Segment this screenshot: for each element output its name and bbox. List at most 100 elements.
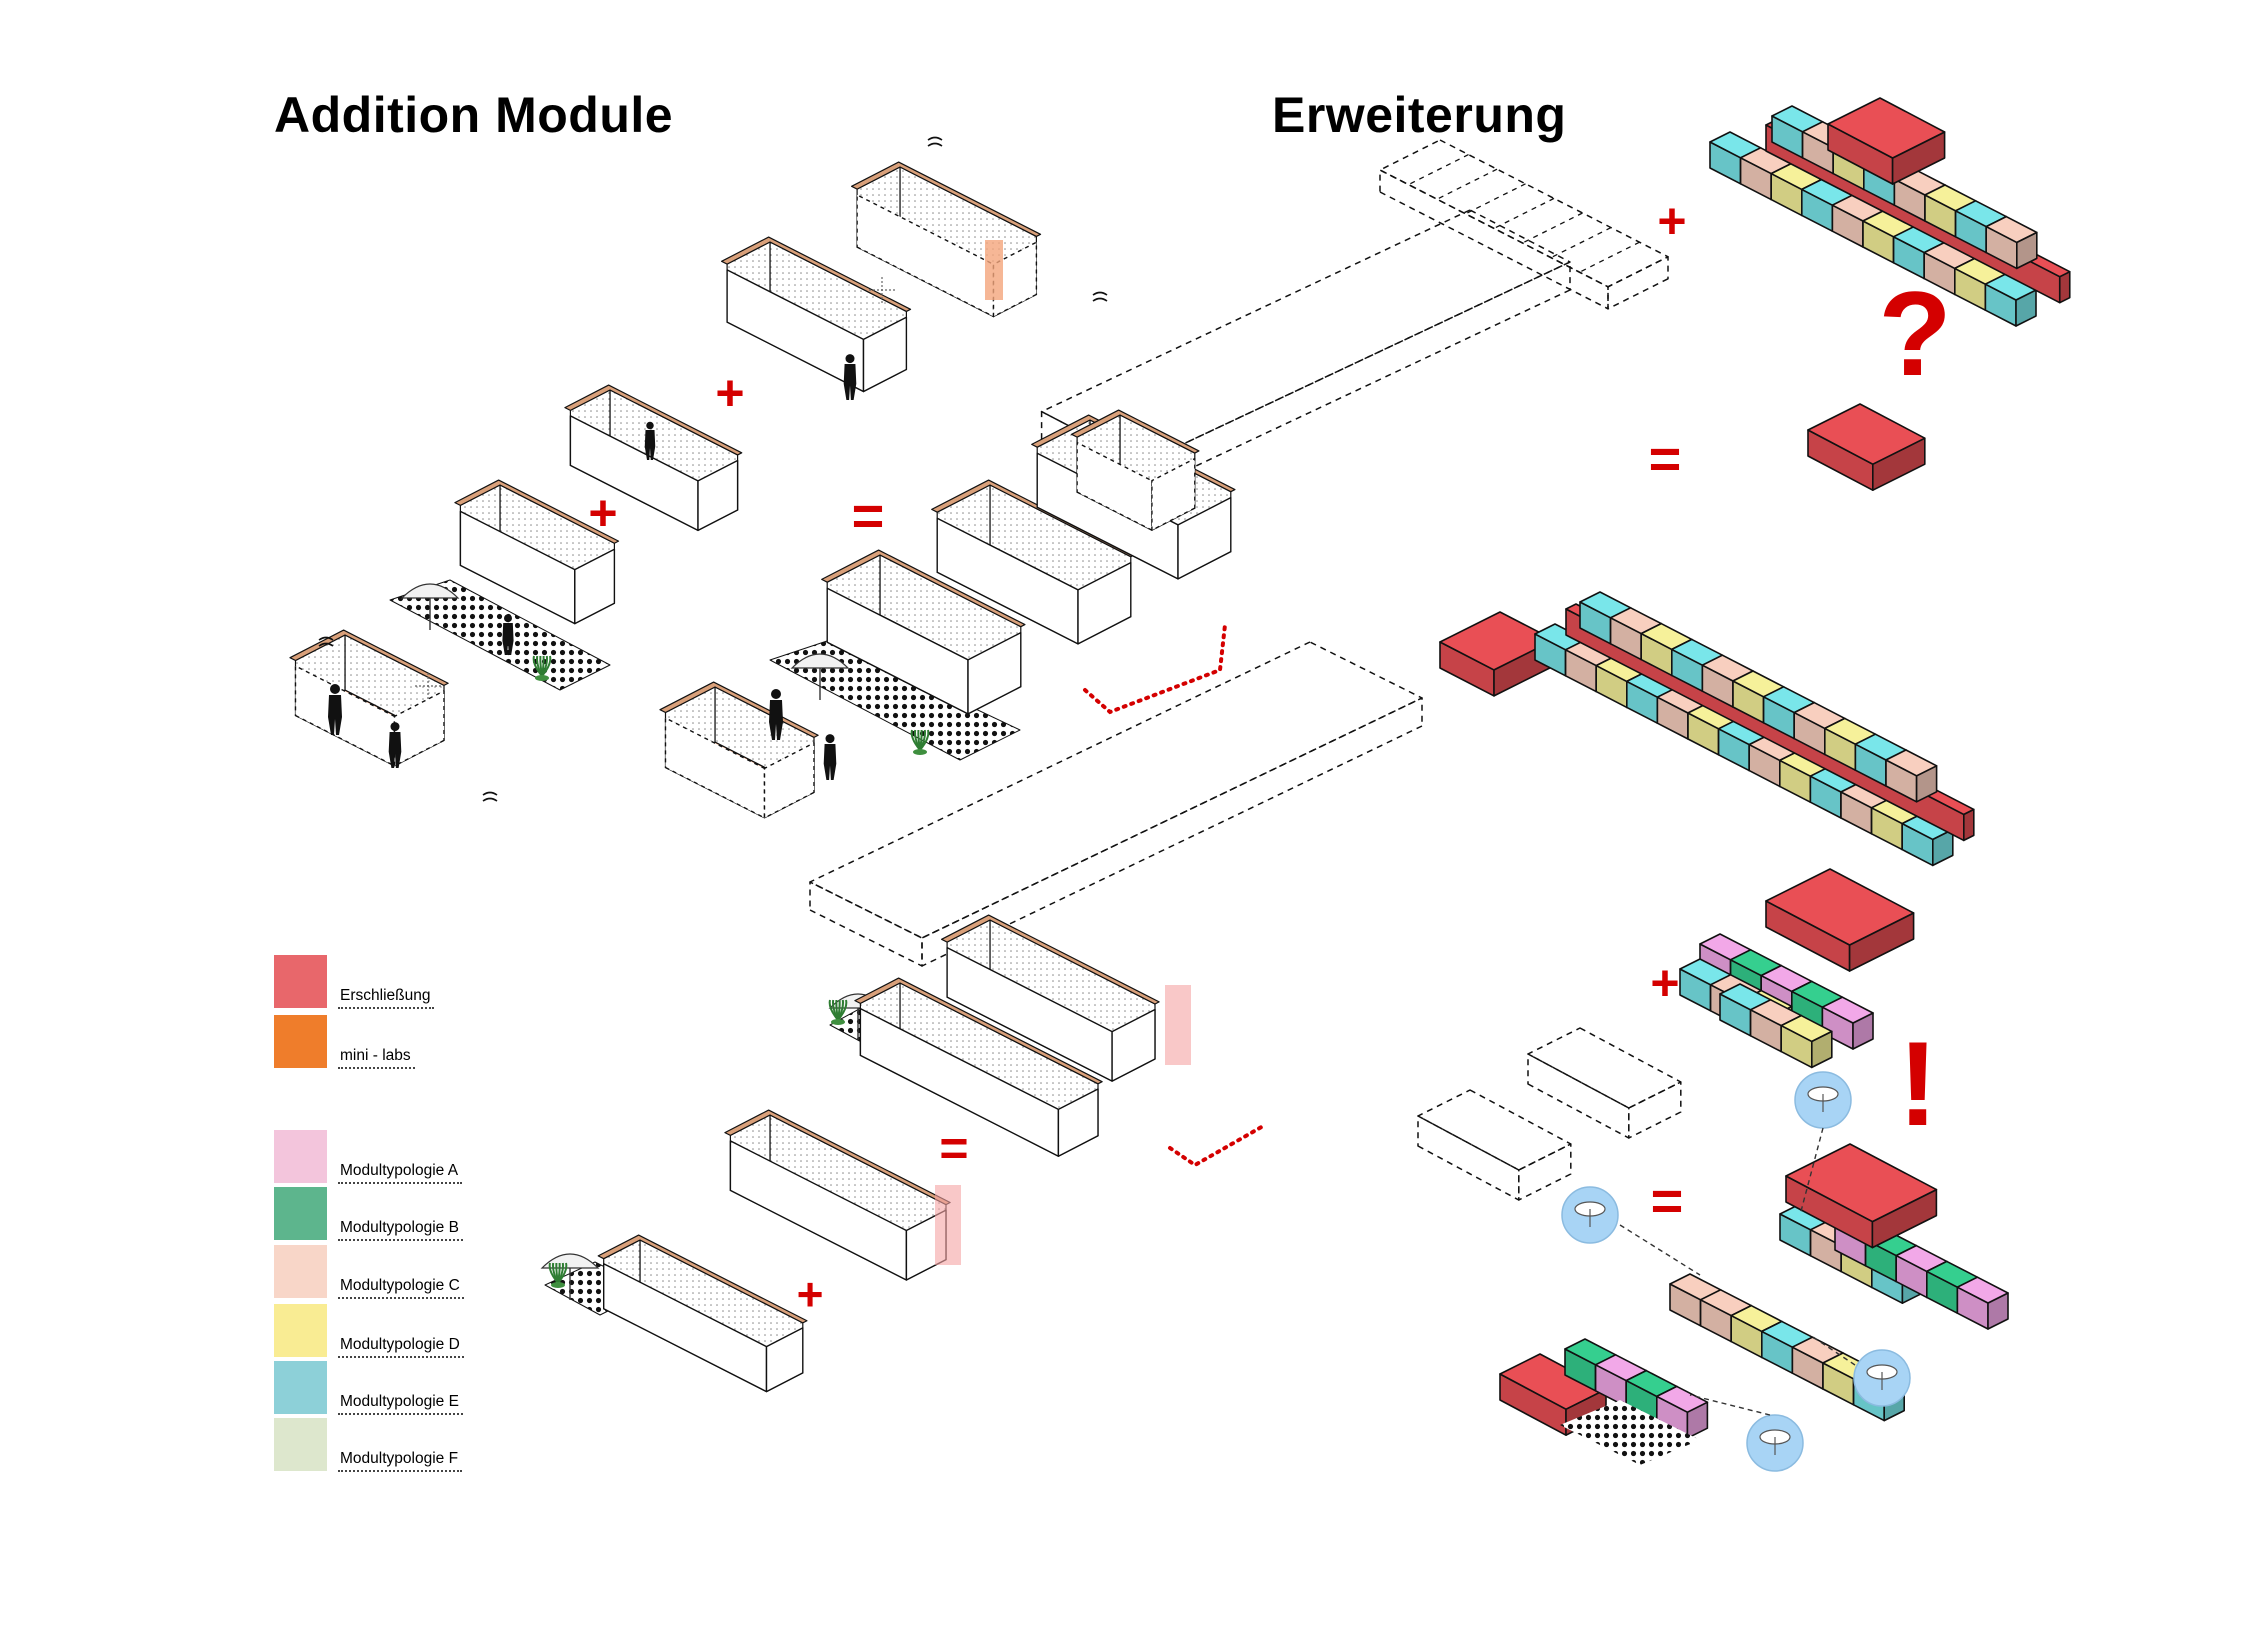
legend-label: Erschließung: [338, 987, 435, 1009]
wifi-signal-icon: [1092, 291, 1108, 302]
legend-item: Modultypologie E: [274, 1361, 534, 1416]
plus-operator: +: [1657, 193, 1686, 249]
plant-pot: [535, 675, 549, 681]
person-silhouette-icon: [843, 354, 857, 400]
existing-base-outline-front: [1140, 261, 1571, 493]
module-divider: [1493, 197, 1555, 229]
person-head: [825, 734, 835, 744]
person-silhouette-icon: [769, 689, 783, 740]
person-body: [769, 700, 783, 740]
corridor-extension-line: [1083, 623, 1227, 715]
plant-icon: [828, 999, 848, 1025]
ext-bottom-base-outline-end: [809, 881, 923, 967]
ext-lower-outline-1-end: [1518, 1143, 1572, 1201]
person-body: [502, 623, 514, 655]
person-silhouette-icon: [823, 734, 837, 780]
ext-bottom-stair-top: [1807, 403, 1926, 466]
wifi-arc: [1092, 291, 1108, 296]
connector-line: [1809, 1334, 1856, 1366]
assembled-module-e-end-wall: [967, 631, 1022, 715]
plus-operator: +: [715, 365, 744, 421]
legend-item: mini - labs: [274, 1015, 534, 1070]
ext-lower-ab-row-module-top: [1821, 996, 1874, 1024]
plant-pot: [913, 749, 927, 755]
module-accent: [935, 1185, 961, 1265]
umbrella-canopy: [400, 583, 460, 599]
legend-swatch: [274, 1418, 327, 1471]
module-c-dashed-end-wall: [992, 241, 1038, 318]
plant-leaf: [919, 729, 930, 751]
wifi-arc: [482, 797, 498, 802]
legend-label: Modultypologie B: [338, 1219, 463, 1241]
module-accent: [985, 240, 1003, 300]
wifi-signal-icon: [927, 136, 943, 147]
plant-leaf: [837, 999, 848, 1021]
wifi-arc: [482, 791, 498, 796]
wifi-arc: [318, 636, 334, 641]
legend-item: Modultypologie C: [274, 1245, 534, 1300]
legend-item: Modultypologie A: [274, 1130, 534, 1185]
assembled-dashed-room-front-wall: [1076, 441, 1153, 531]
legend-swatch: [274, 1187, 327, 1240]
person-head: [845, 354, 855, 364]
legend-item: Modultypologie F: [274, 1418, 534, 1473]
person-head: [646, 421, 654, 430]
assembled-dashed-room-end-wall: [1151, 457, 1196, 531]
assembled-module-c-wall-cap: [1031, 414, 1236, 493]
legend-label: Modultypologie C: [338, 1277, 464, 1299]
assembled-lower-module-b-wall-cap: [940, 914, 1160, 1005]
connector-line: [1619, 1224, 1701, 1276]
connector-line: [1799, 1127, 1824, 1216]
assembled-lower-module-a-end-wall: [1057, 1088, 1099, 1157]
module-c-wall-cap: [720, 236, 912, 313]
equals-operator: =: [852, 484, 885, 547]
module-c-dashed-wall-cap: [850, 161, 1042, 238]
module-d-wall-cap: [564, 384, 743, 456]
person-silhouette-icon: [388, 722, 402, 768]
person-body: [644, 430, 656, 460]
ext-lower-ced-row2-module-top: [1780, 1014, 1833, 1043]
person-body: [823, 744, 837, 780]
assembled-module-c-end-wall: [1177, 496, 1232, 580]
plus-operator: +: [588, 485, 617, 541]
assembled-mini-lab-end-wall: [763, 742, 815, 819]
umbrella-icon: [400, 583, 460, 599]
module-divider: [1436, 168, 1498, 200]
exclamation-mark: !: [1898, 1017, 1938, 1151]
legend-swatch: [274, 1130, 327, 1183]
wifi-arc: [318, 642, 334, 647]
person-body: [328, 695, 342, 735]
mini-lab-module-end-wall: [393, 690, 445, 767]
equals-operator: =: [1649, 427, 1682, 490]
addition-module-title: Addition Module: [274, 87, 674, 143]
plus-operator: +: [797, 1268, 824, 1320]
wifi-signal-icon: [482, 791, 498, 802]
wifi-arc: [927, 142, 943, 147]
extension-title: Erweiterung: [1272, 87, 1567, 143]
legend-label: mini - labs: [338, 1047, 415, 1069]
module-divider: [1550, 227, 1612, 259]
person-body: [388, 732, 402, 768]
equals-operator: =: [939, 1120, 968, 1176]
corridor-extension-line: [1168, 1123, 1267, 1168]
person-head: [330, 684, 340, 694]
module-c-end-wall: [862, 316, 908, 393]
plant-icon: [910, 729, 930, 755]
equals-operator: =: [1651, 1169, 1684, 1232]
ext-lower-outline-2-front: [1527, 1053, 1630, 1139]
ext-lower-stair-top-top: [1765, 868, 1915, 946]
plant-pot: [551, 1282, 565, 1288]
module-e-end-wall: [574, 548, 616, 625]
legend-swatch: [274, 1245, 327, 1298]
plant-icon: [548, 1262, 568, 1288]
lower-module-a-wall-cap: [597, 1234, 808, 1324]
assembled-module-d-end-wall: [1077, 561, 1132, 645]
wifi-arc: [927, 136, 943, 141]
umbrella-icon: [790, 653, 850, 669]
umbrella-canopy: [790, 653, 850, 669]
person-head: [504, 614, 512, 623]
wifi-arc: [1092, 297, 1108, 302]
ext-lower-bottom-ab2-module-top: [1956, 1276, 2009, 1304]
